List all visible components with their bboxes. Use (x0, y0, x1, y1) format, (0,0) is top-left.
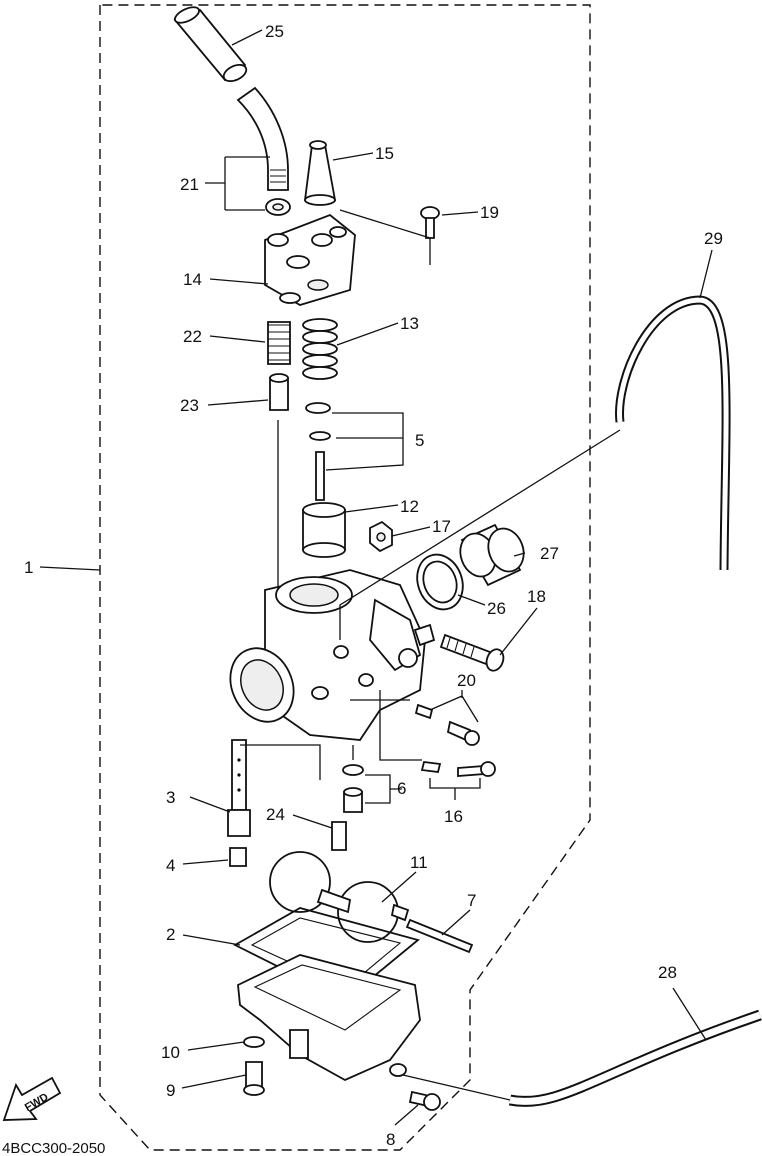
part-26-ring (416, 553, 464, 611)
part-8-screw (408, 1090, 441, 1111)
part-4-main-jet (229, 847, 247, 867)
callout-24: 24 (266, 805, 285, 824)
part-11-float (269, 851, 410, 943)
callout-7: 7 (467, 891, 476, 910)
part-20-screw-set (414, 703, 480, 746)
assembly-boundary (99, 4, 591, 1151)
part-15-rubber-boot (303, 140, 337, 206)
part-7-pin (405, 918, 474, 954)
part-23-adjuster (269, 373, 289, 411)
part-9-screw (243, 1061, 265, 1096)
callout-21: 21 (180, 175, 199, 194)
part-29-hose (615, 295, 731, 571)
diagram-code: 4BCC300-2050 (2, 1140, 105, 1156)
part-16-screw-set (420, 761, 496, 777)
callout-29: 29 (704, 229, 723, 248)
callout-1: 1 (24, 558, 33, 577)
callout-9: 9 (166, 1081, 175, 1100)
callout-10: 10 (161, 1043, 180, 1062)
callout-2: 2 (166, 925, 175, 944)
callout-11: 11 (410, 853, 428, 872)
callout-5: 5 (415, 431, 424, 450)
callout-4: 4 (166, 856, 175, 875)
fwd-arrow-icon: FWD (2, 1076, 62, 1121)
callout-3: 3 (166, 788, 175, 807)
callout-28: 28 (658, 963, 677, 982)
part-19-screw (420, 206, 440, 239)
callout-8: 8 (386, 1130, 395, 1149)
part-1-carburetor-body (229, 569, 436, 741)
callout-26: 26 (487, 599, 506, 618)
leader-lines (39, 29, 713, 1126)
part-13-spring (302, 318, 338, 380)
float-bowl (237, 954, 421, 1082)
callout-23: 23 (180, 396, 199, 415)
part-25-cap (173, 6, 248, 83)
callout-16: 16 (444, 807, 463, 826)
callout-12: 12 (400, 497, 419, 516)
part-21-hose-fitting (236, 86, 291, 216)
callout-15: 15 (375, 144, 394, 163)
part-27-sleeve (459, 523, 525, 587)
part-10-washer (243, 1036, 265, 1048)
callout-14: 14 (183, 270, 202, 289)
callout-19: 19 (480, 203, 499, 222)
part-22-spring (267, 321, 291, 365)
part-18-bolt (439, 633, 505, 672)
callout-25: 25 (265, 22, 284, 41)
part-14-top-cover (264, 213, 356, 306)
part-6-jet (342, 764, 364, 813)
reference-lines (240, 209, 621, 1101)
callout-6: 6 (397, 779, 406, 798)
part-17-nut (369, 520, 393, 553)
part-5-clip-needle (305, 402, 331, 501)
part-12-throttle-valve (302, 502, 346, 558)
part-28-hose (508, 1009, 762, 1108)
part-24-pilot-jet (331, 821, 347, 851)
callout-18: 18 (527, 587, 546, 606)
callout-17: 17 (432, 517, 451, 536)
part-3-needle-jet (227, 739, 251, 837)
callout-27: 27 (540, 544, 559, 563)
callout-13: 13 (400, 314, 419, 333)
callout-labels: 1 2 3 4 5 6 7 8 9 10 11 12 13 14 15 16 1… (24, 22, 723, 1149)
callout-20: 20 (457, 671, 476, 690)
callout-22: 22 (183, 327, 202, 346)
